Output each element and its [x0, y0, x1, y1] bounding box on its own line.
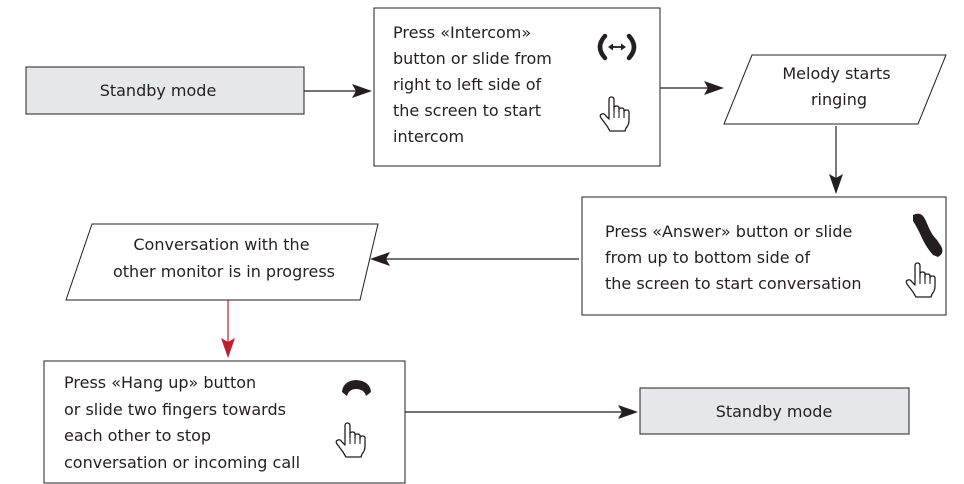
connector-hangup-to-standby	[405, 405, 638, 419]
conversation-box: Conversation with the other monitor is i…	[65, 223, 379, 301]
standby-mode-end-label: Standby mode	[716, 402, 833, 421]
answer-step-text: Press «Answer» button or slide from up t…	[605, 222, 862, 293]
hangup-step-text: Press «Hang up» button or slide two fing…	[64, 373, 300, 472]
connector-conversation-to-hangup	[221, 300, 235, 358]
connector-standby-to-intercom	[304, 84, 372, 98]
connector-melody-to-answer	[829, 126, 843, 194]
melody-box: Melody starts ringing	[723, 54, 947, 125]
phone-hangup-icon	[342, 380, 371, 396]
intercom-step-box: Press «Intercom» button or slide from ri…	[373, 7, 661, 167]
standby-mode-box: Standby mode	[25, 66, 305, 115]
standby-mode-end-box: Standby mode	[639, 387, 910, 435]
connector-intercom-to-melody	[660, 81, 724, 95]
answer-step-box: Press «Answer» button or slide from up t…	[581, 196, 947, 316]
intercom-step-text: Press «Intercom» button or slide from ri…	[393, 23, 557, 146]
hangup-step-box: Press «Hang up» button or slide two fing…	[43, 360, 406, 484]
phone-answer-icon	[913, 213, 943, 257]
standby-mode-label: Standby mode	[100, 81, 217, 100]
conversation-text: Conversation with the other monitor is i…	[113, 235, 335, 281]
intercom-arrows-icon	[597, 33, 637, 61]
connector-answer-to-conversation	[370, 252, 579, 266]
melody-text: Melody starts ringing	[782, 64, 895, 109]
